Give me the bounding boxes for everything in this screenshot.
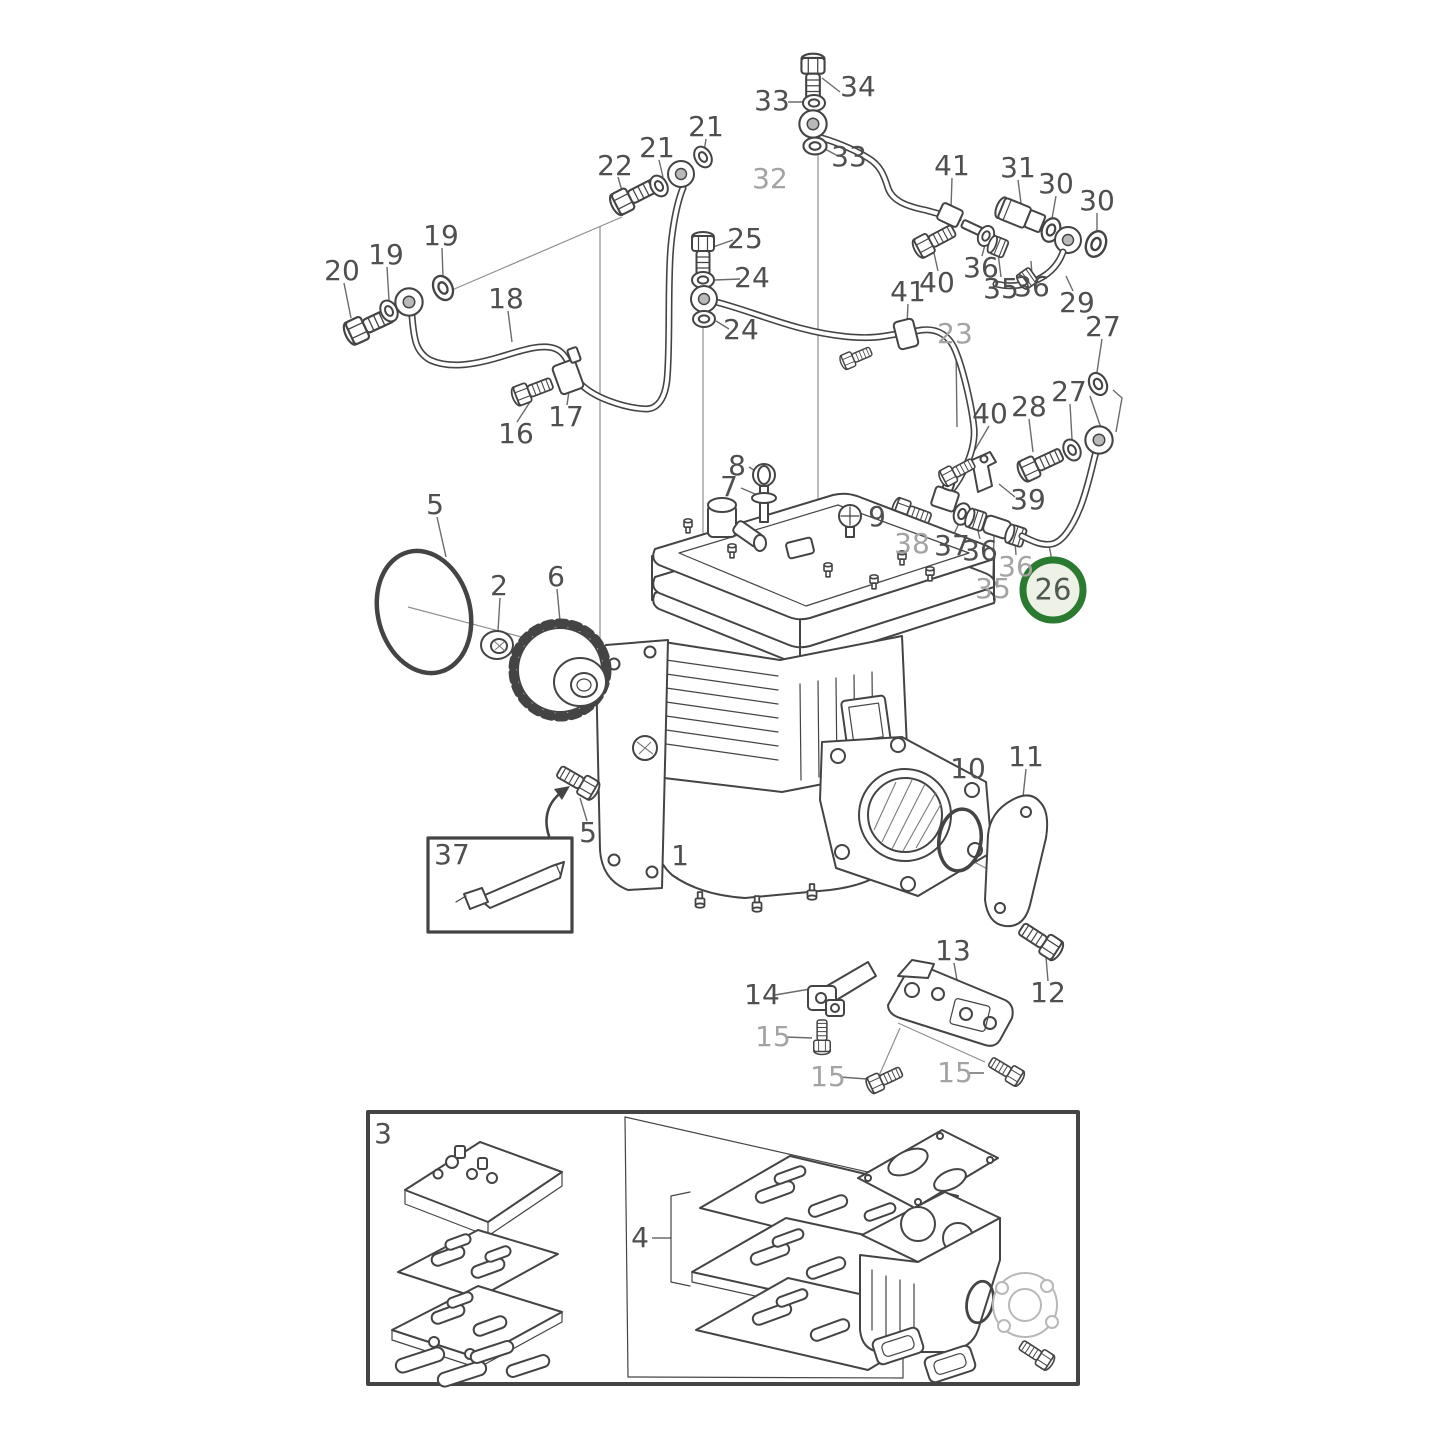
part-label-12: 12 (1030, 976, 1066, 1009)
bracket-14 (807, 961, 877, 1017)
part-label-15: 15 (755, 1020, 791, 1053)
part-label-14: 14 (744, 978, 780, 1011)
part-label-35: 35 (983, 272, 1019, 305)
part-label-40: 40 (972, 397, 1008, 430)
drive-gear-group (374, 548, 612, 722)
pipe-23-assembly (690, 231, 978, 496)
part-label-38: 38 (894, 527, 930, 560)
arrow-head (554, 786, 570, 800)
pipe-32-assembly (798, 52, 962, 223)
washer-7 (751, 492, 777, 504)
part-label-36: 36 (962, 534, 998, 567)
part-label-31: 31 (1000, 151, 1036, 184)
part-label-27: 27 (1051, 375, 1087, 408)
union-fitting-31 (994, 196, 1047, 233)
nut-2 (480, 630, 514, 660)
part-label-21: 21 (639, 131, 675, 164)
compressor-body (595, 463, 996, 913)
part-label-36: 36 (998, 550, 1034, 583)
pipe-29-assembly (909, 196, 1112, 292)
part-label-27: 27 (1085, 310, 1121, 343)
compressor-kit (857, 1129, 1059, 1384)
part-label-1: 1 (671, 839, 689, 872)
part-label-25: 25 (727, 222, 763, 255)
part-label-13: 13 (935, 934, 971, 967)
part-label-28: 28 (1011, 390, 1047, 423)
part-label-5: 5 (579, 816, 597, 849)
part-label-2: 2 (490, 569, 508, 602)
part-label-23: 23 (937, 317, 973, 350)
part-label-15: 15 (810, 1060, 846, 1093)
part-label-20: 20 (324, 254, 360, 287)
part-label-37: 37 (934, 529, 970, 562)
bracket-13 (887, 959, 1014, 1047)
part-label-41: 41 (890, 275, 926, 308)
clamp-17 (551, 346, 585, 396)
pipe-18-assembly (339, 142, 717, 413)
part-label-11: 11 (1008, 740, 1044, 773)
sealant-tube (455, 861, 565, 910)
o-ring-5 (374, 548, 474, 676)
highlight-ring-26[interactable] (1019, 556, 1087, 624)
part-label-5: 5 (426, 488, 444, 521)
part-label-16: 16 (498, 417, 534, 450)
mid-fitting-chain (889, 451, 1029, 549)
sealant-box (426, 836, 574, 934)
part-label-7: 7 (720, 470, 738, 503)
screw-8 (751, 463, 777, 523)
ghost-flange (992, 1272, 1059, 1338)
part-label-10: 10 (950, 752, 986, 785)
leader-lines (343, 77, 1123, 1287)
part-label-39: 39 (1010, 483, 1046, 516)
part-label-17: 17 (548, 400, 584, 433)
part-label-40: 40 (919, 266, 955, 299)
service-kits-box (366, 1110, 1080, 1388)
underside-parts (807, 794, 1068, 1096)
part-label-36: 36 (963, 251, 999, 284)
part-label-19: 19 (423, 219, 459, 252)
part-label-41: 41 (934, 149, 970, 182)
screw-9 (838, 504, 862, 538)
sealant-group (426, 761, 604, 934)
part-label-32: 32 (752, 162, 788, 195)
part-label-22: 22 (597, 149, 633, 182)
part-label-33: 33 (831, 140, 867, 173)
part-label-37: 37 (434, 838, 470, 871)
part-label-26-highlighted[interactable]: 26 (1034, 572, 1072, 607)
part-label-15: 15 (937, 1056, 973, 1089)
head-fittings (683, 497, 935, 590)
part-label-24: 24 (734, 261, 770, 294)
clamp-41 (837, 317, 920, 372)
cover-plate-11 (984, 794, 1049, 928)
part-label-30: 30 (1079, 184, 1115, 217)
part-label-30: 30 (1038, 167, 1074, 200)
pipe-26-assembly[interactable] (1013, 368, 1114, 548)
part-label-8: 8 (728, 449, 746, 482)
part-label-6: 6 (547, 560, 565, 593)
part-label-3: 3 (374, 1117, 392, 1150)
part-label-24: 24 (723, 313, 759, 346)
part-label-29: 29 (1059, 286, 1095, 319)
part-label-21: 21 (688, 110, 724, 143)
part-label-33: 33 (754, 84, 790, 117)
head-kit-3 (391, 1141, 563, 1388)
front-cover (595, 639, 669, 891)
o-ring-10 (937, 807, 983, 873)
bracket-39 (971, 451, 997, 493)
part-label-19: 19 (368, 238, 404, 271)
part-label-36: 36 (1014, 270, 1050, 303)
part-label-4: 4 (631, 1221, 649, 1254)
gear-6 (508, 618, 612, 722)
part-label-35: 35 (975, 572, 1011, 605)
part-label-9: 9 (868, 500, 886, 533)
part-label-34: 34 (840, 70, 876, 103)
mounting-flange (819, 736, 993, 897)
part-label-18: 18 (488, 282, 524, 315)
sleeve-41 (936, 202, 964, 228)
